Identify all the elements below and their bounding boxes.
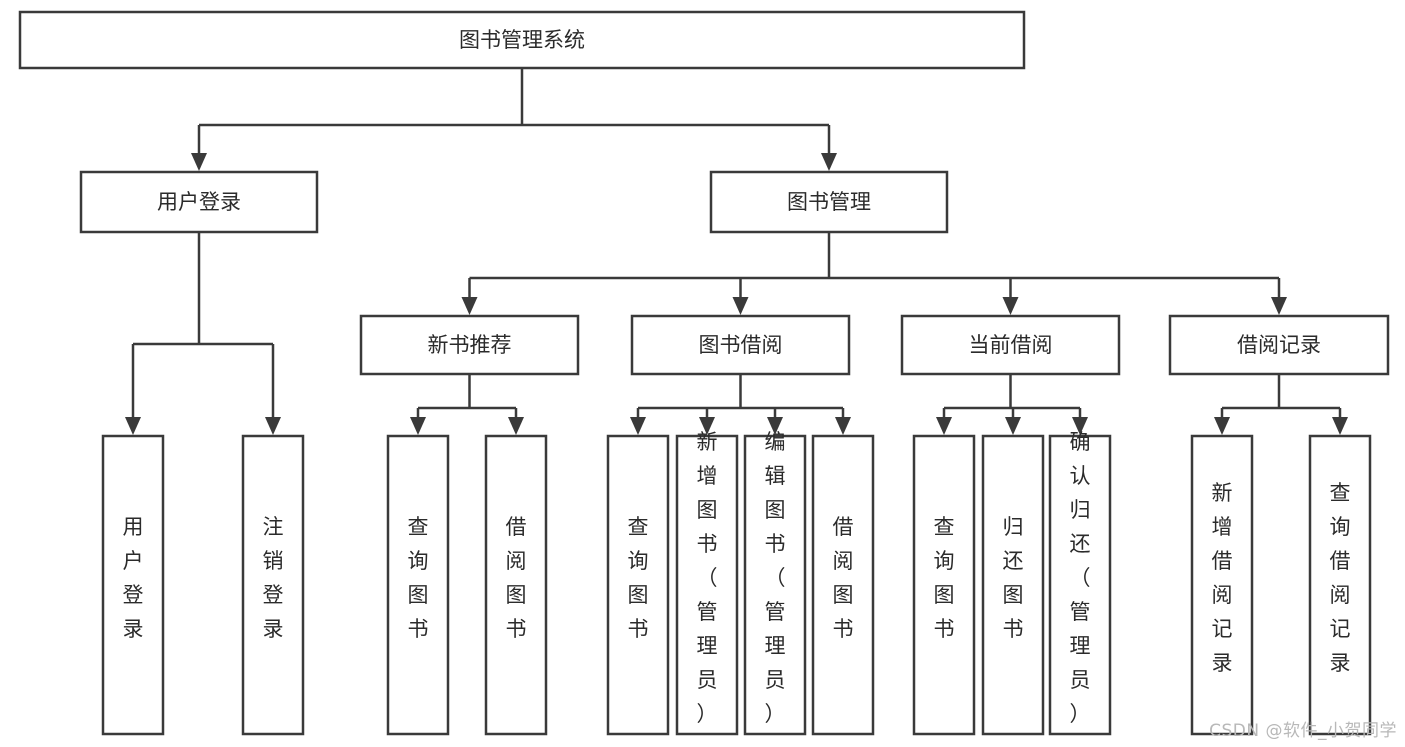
node-label: 图书借阅 [699,333,783,357]
node-book-manage[interactable]: 图书管理 [709,170,949,234]
arrow-head-icon [1005,417,1021,435]
arrow-head-icon [1332,417,1348,435]
node-box [386,434,450,736]
arrow-head-icon [1002,297,1019,315]
node-box [101,434,165,736]
node-box [675,434,739,736]
node-label: 用户登录 [157,190,241,214]
node-leaf-query-book-3[interactable]: 查询图书 [912,434,976,736]
node-leaf-add-record[interactable]: 新增借阅记录 [1190,434,1254,736]
node-label: 借阅图书 [506,515,527,641]
node-leaf-edit-book[interactable]: 编辑图书（管理员） [743,430,807,736]
node-leaf-borrow-book-1[interactable]: 借阅图书 [484,434,548,736]
node-leaf-confirm-return[interactable]: 确认归还（管理员） [1048,430,1112,736]
arrow-head-icon [1271,297,1287,315]
node-leaf-return-book[interactable]: 归还图书 [981,434,1045,736]
node-box [606,434,670,736]
arrow-head-icon [410,417,426,435]
node-label: 新增图书（管理员） [697,430,718,726]
node-leaf-query-book-2[interactable]: 查询图书 [606,434,670,736]
node-label: 归还图书 [1003,515,1024,641]
arrow-head-icon [835,417,851,435]
node-box [241,434,305,736]
arrow-head-icon [508,417,524,435]
node-label: 借阅图书 [833,515,854,641]
node-label: 查询图书 [628,515,649,641]
node-leaf-query-book-1[interactable]: 查询图书 [386,434,450,736]
nodes-layer: 图书管理系统用户登录图书管理新书推荐图书借阅当前借阅借阅记录用户登录注销登录查询… [18,10,1390,736]
node-label: 查询图书 [408,515,429,641]
node-leaf-query-record[interactable]: 查询借阅记录 [1308,434,1372,736]
node-box [484,434,548,736]
arrow-head-icon [821,153,837,171]
arrow-head-icon [125,417,141,435]
node-leaf-logout-login[interactable]: 注销登录 [241,434,305,736]
node-label: 新书推荐 [428,333,512,357]
node-box [79,170,319,234]
node-box [1168,314,1390,376]
node-label: 查询借阅记录 [1330,481,1351,675]
node-borrow-record[interactable]: 借阅记录 [1168,314,1390,376]
node-leaf-borrow-book-2[interactable]: 借阅图书 [811,434,875,736]
edge-group-current-borrow [936,374,1088,435]
node-leaf-user-login[interactable]: 用户登录 [101,434,165,736]
node-box [981,434,1045,736]
edges-layer [125,68,1348,435]
edge-group-new-book-recommend [410,374,524,435]
arrow-head-icon [767,417,783,435]
arrow-head-icon [630,417,646,435]
node-leaf-add-book[interactable]: 新增图书（管理员） [675,430,739,736]
node-user-login[interactable]: 用户登录 [79,170,319,234]
node-label: 查询图书 [934,515,955,641]
node-box [1048,434,1112,736]
edge-group-book-manage [461,232,1287,315]
arrow-head-icon [461,297,478,315]
node-book-borrow[interactable]: 图书借阅 [630,314,851,376]
node-box [1308,434,1372,736]
arrow-head-icon [1214,417,1230,435]
node-box [900,314,1121,376]
arrow-head-icon [732,297,749,315]
node-label: 图书管理 [787,190,871,214]
node-label: 用户登录 [123,515,144,641]
node-box [1190,434,1254,736]
arrow-head-icon [1072,417,1088,435]
edge-group-root [191,68,837,171]
node-box [359,314,580,376]
node-label: 注销登录 [263,515,284,641]
node-root[interactable]: 图书管理系统 [18,10,1026,70]
arrow-head-icon [699,417,715,435]
arrow-head-icon [936,417,952,435]
node-label: 新增借阅记录 [1212,481,1233,675]
node-box [630,314,851,376]
node-box [811,434,875,736]
arrow-head-icon [191,153,207,171]
edge-group-book-borrow [630,374,851,435]
node-label: 图书管理系统 [459,28,585,52]
edge-group-borrow-record [1214,374,1348,435]
node-current-borrow[interactable]: 当前借阅 [900,314,1121,376]
node-box [743,434,807,736]
node-label: 编辑图书（管理员） [765,430,786,726]
node-label: 借阅记录 [1237,333,1321,357]
node-label: 当前借阅 [969,333,1053,357]
node-box [709,170,949,234]
arrow-head-icon [265,417,281,435]
node-label: 确认归还（管理员） [1070,430,1091,726]
node-new-book-recommend[interactable]: 新书推荐 [359,314,580,376]
node-box [18,10,1026,70]
node-box [912,434,976,736]
csdn-watermark: CSDN @软件_小贺同学 [1209,721,1397,741]
edge-group-user-login [125,232,281,435]
